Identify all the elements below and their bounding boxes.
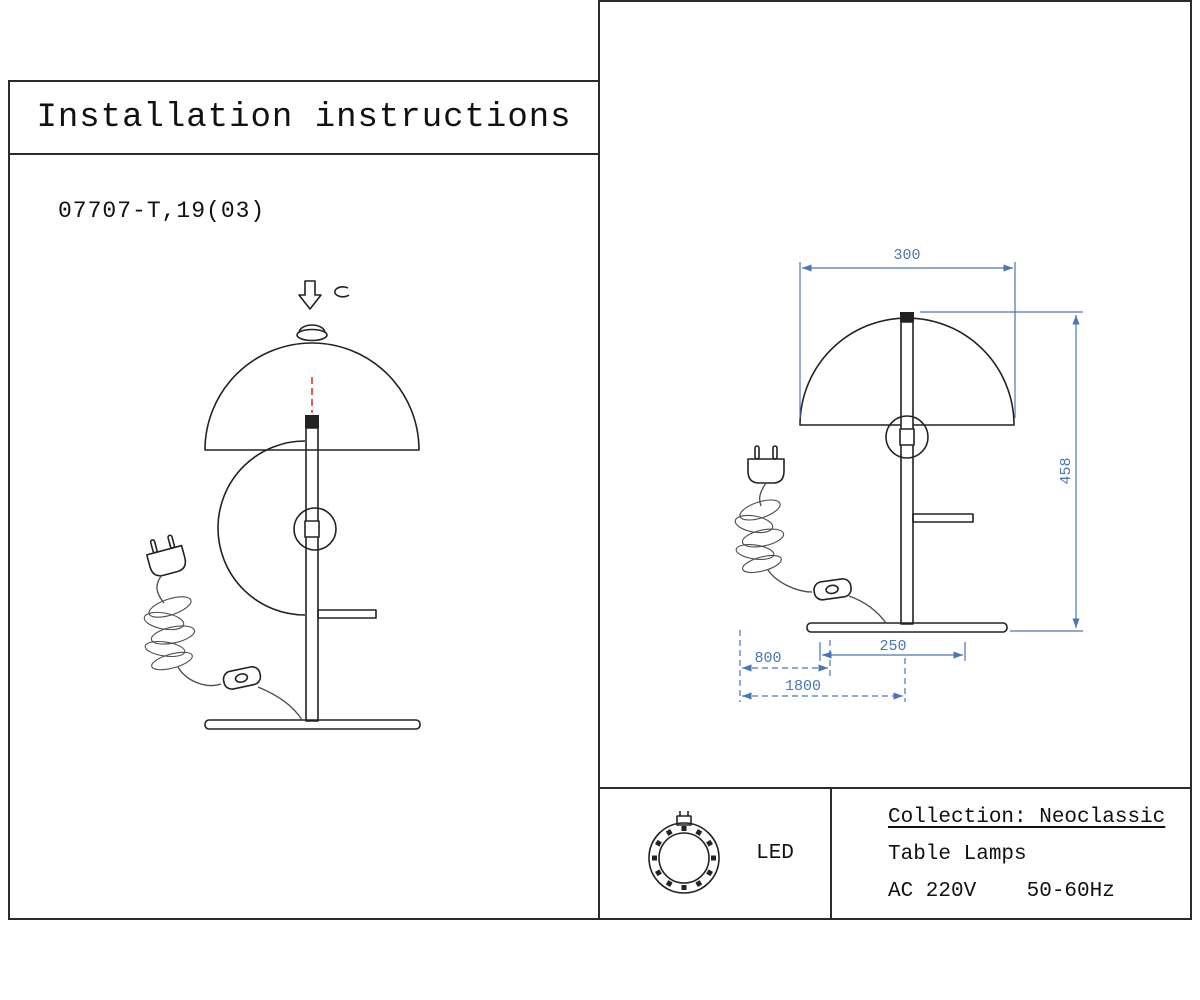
cord-coil xyxy=(734,499,785,574)
lamp-stem xyxy=(900,321,914,625)
sheet-title: Installation instructions xyxy=(36,98,572,137)
dim-base: 250 xyxy=(819,638,966,661)
spec-box-divider xyxy=(830,787,832,920)
lamp-stem xyxy=(305,427,319,722)
led-chips xyxy=(652,825,717,890)
spec-power: AC 220V 50-60Hz xyxy=(888,880,1115,903)
cord-segment xyxy=(156,574,165,604)
spec-text-cell: Collection: Neoclassic Table Lamps AC 22… xyxy=(832,789,1190,918)
stem-clamp xyxy=(304,520,320,538)
assembly-drawing xyxy=(143,280,421,730)
model-number: 07707-T,19(03) xyxy=(58,198,266,224)
socket xyxy=(305,415,319,428)
dim-cord: 800 1800 xyxy=(739,630,906,702)
led-ring-icon xyxy=(648,810,720,894)
lamp-base xyxy=(204,719,421,730)
cord-segment xyxy=(177,666,222,687)
cord-segment xyxy=(848,595,887,624)
power-plug-icon xyxy=(747,445,785,484)
title-box: Installation instructions xyxy=(8,80,600,155)
dim-base-label: 250 xyxy=(879,638,906,655)
inline-switch-icon xyxy=(813,578,852,601)
rotate-icon xyxy=(334,286,350,298)
dome-shade xyxy=(204,342,420,451)
insert-arrow-icon xyxy=(298,280,322,310)
inline-switch-icon xyxy=(222,665,262,690)
spec-collection: Collection: Neoclassic xyxy=(888,806,1166,829)
lamp-arm xyxy=(912,513,974,523)
stem-clamp xyxy=(899,428,915,446)
dimension-drawing: 300 458 250 800 1800 xyxy=(734,247,1083,702)
lamp-base xyxy=(806,622,1008,633)
dim-height: 458 xyxy=(920,311,1083,632)
spec-category: Table Lamps xyxy=(888,843,1027,866)
power-plug-icon xyxy=(146,534,187,577)
finial-cap xyxy=(900,312,914,322)
cord-coil xyxy=(143,596,196,671)
cord-segment xyxy=(759,482,767,507)
finial-cap xyxy=(296,324,328,342)
spec-box-frame xyxy=(598,787,1192,920)
ball-joint xyxy=(885,415,929,459)
dim-cord-to-switch-label: 800 xyxy=(754,650,781,667)
dim-height-label: 458 xyxy=(1058,457,1075,484)
lamp-arm xyxy=(317,609,377,619)
dim-cord-total-label: 1800 xyxy=(785,678,821,695)
cord-segment xyxy=(257,686,303,721)
dim-shade-width-label: 300 xyxy=(893,247,920,264)
ball-joint xyxy=(293,507,337,551)
shade-swung-position xyxy=(217,440,306,616)
led-label: LED xyxy=(756,842,794,865)
dim-shade-width: 300 xyxy=(799,247,1016,418)
cord-segment xyxy=(767,569,813,593)
led-cell: LED xyxy=(602,789,828,918)
